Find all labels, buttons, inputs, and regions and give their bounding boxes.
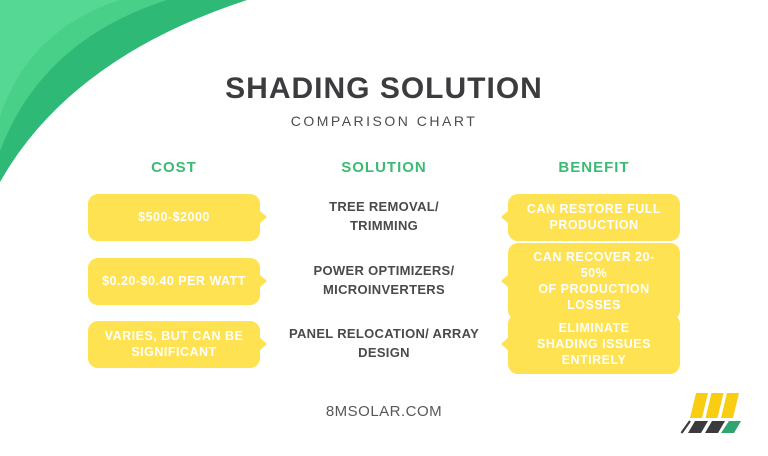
cost-badge-label: $0.20-$0.40 PER WATT <box>102 273 246 288</box>
solar-panels-logo-icon <box>680 393 741 434</box>
table-row: VARIES, BUT CAN BE SIGNIFICANT PANEL REL… <box>0 313 768 375</box>
cost-badge-label: VARIES, BUT CAN BE SIGNIFICANT <box>104 328 244 359</box>
solution-label: PANEL RELOCATION/ ARRAY DESIGN <box>288 326 480 360</box>
benefit-badge-label: ELIMINATE SHADING ISSUES ENTIRELY <box>537 320 651 368</box>
page-subtitle: COMPARISON CHART <box>290 113 478 129</box>
cost-badge: VARIES, BUT CAN BE SIGNIFICANT <box>88 320 260 368</box>
corner-swoosh-decoration <box>0 0 247 182</box>
column-header-benefit: BENEFIT <box>558 159 630 176</box>
benefit-badge-label: CAN RECOVER 20-50% OF PRODUCTION LOSSES <box>533 249 655 313</box>
benefit-badge: CAN RESTORE FULL PRODUCTION <box>508 193 680 241</box>
benefit-badge: ELIMINATE SHADING ISSUES ENTIRELY <box>508 313 680 375</box>
header: SHADING SOLUTION COMPARISON CHART <box>0 72 768 129</box>
website-text: 8MSOLAR.COM <box>325 403 443 420</box>
benefit-badge: CAN RECOVER 20-50% OF PRODUCTION LOSSES <box>508 242 680 320</box>
solution-label: TREE REMOVAL/ TRIMMING <box>329 199 439 233</box>
column-header-solution: SOLUTION <box>341 159 427 176</box>
column-header-cost: COST <box>151 159 197 176</box>
cost-badge: $0.20-$0.40 PER WATT <box>88 257 260 305</box>
page-title: SHADING SOLUTION <box>225 72 543 105</box>
solution-label: POWER OPTIMIZERS/ MICROINVERTERS <box>313 263 455 297</box>
column-headers: COST SOLUTION BENEFIT <box>0 159 768 176</box>
benefit-badge-label: CAN RESTORE FULL PRODUCTION <box>526 201 662 232</box>
cost-badge-label: $500-$2000 <box>138 209 210 224</box>
cost-badge: $500-$2000 <box>88 193 260 241</box>
table-row: $500-$2000 TREE REMOVAL/ TRIMMING CAN RE… <box>0 192 768 242</box>
table-row: $0.20-$0.40 PER WATT POWER OPTIMIZERS/ M… <box>0 242 768 320</box>
